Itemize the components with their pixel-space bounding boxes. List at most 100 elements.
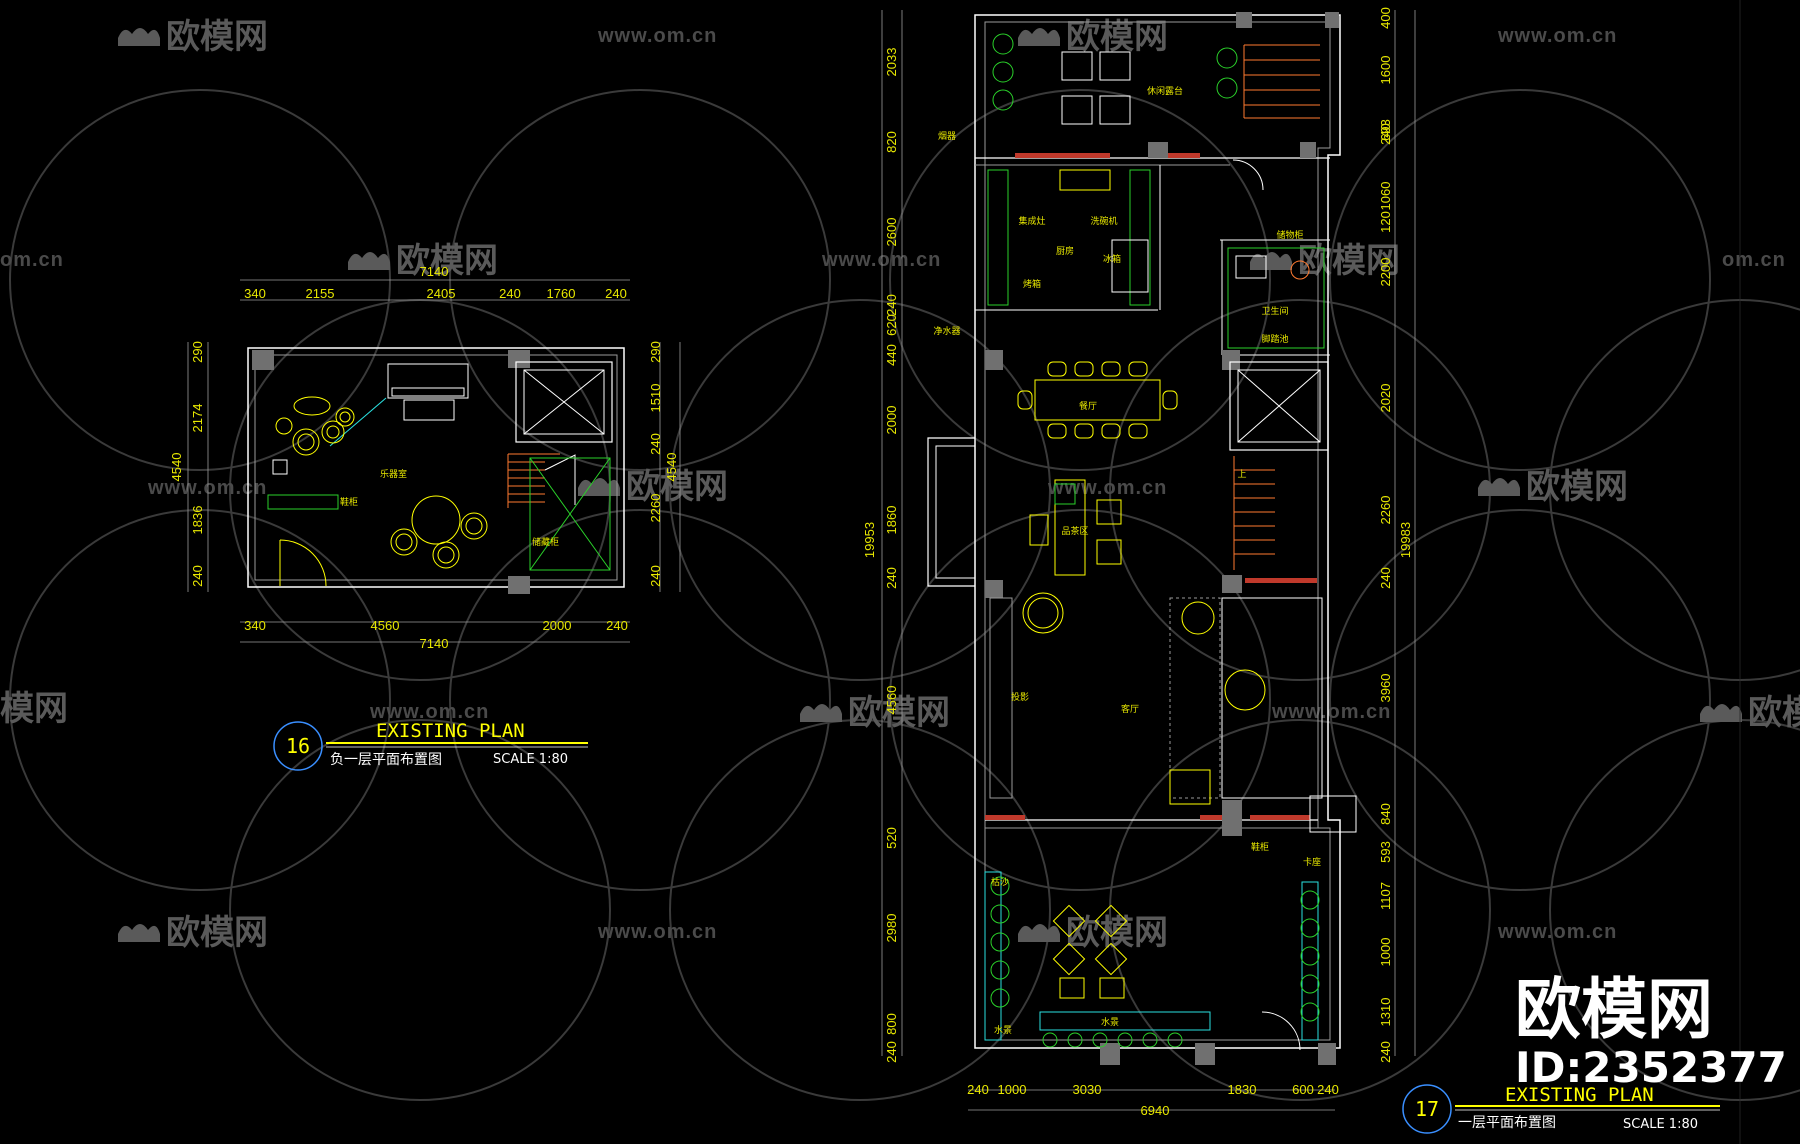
watermark-brand: 欧模网 [1748,693,1800,733]
dimension-value: 1860 [884,506,899,535]
right-total-dimension: 4540 [664,453,679,482]
dimension-value: 1600 [1378,56,1393,85]
drawing-scale: SCALE 1:80 [493,752,568,767]
drawing-subtitle: 负一层平面布置图 [330,752,442,768]
room-label: 储藏柜 [532,536,559,548]
dimension-value: 340 [244,618,266,633]
room-label: 上 [1237,469,1246,480]
watermark-logo: 欧模网 [1018,17,1168,57]
watermark-brand: 欧模网 [1526,467,1628,507]
dimension-value: 1060 [1378,182,1393,211]
dimension-value: 820 [884,131,899,153]
watermark-logo: 欧模网 [1018,913,1168,953]
dimension-value: 120 [1378,211,1393,233]
room-label: 净水器 [933,325,960,337]
dimension-value: 3030 [1073,1082,1102,1097]
room-label: 储物柜 [1276,229,1303,241]
dimension-value: 240 [190,565,205,587]
dimension-value: 400 [1378,7,1393,29]
dimension-value: 800 [884,1013,899,1035]
watermark-url: www.om.cn [1047,477,1167,499]
sofa-icon [118,924,160,942]
dimension-value: 2033 [884,48,899,77]
room-label: 枯沙 [991,876,1009,888]
dimension-value: 240 [1378,123,1393,145]
dimension-value: 2155 [306,286,335,301]
dimension-value: 693 [1378,119,1393,141]
room-label: 水景 [1101,1016,1119,1028]
watermark-brand: 欧模网 [166,913,268,953]
room-label: 卡座 [1303,856,1321,868]
dimension-value: 2000 [543,618,572,633]
room-label: 洗碗机 [1090,215,1117,227]
drawing-number: 16 [286,734,310,758]
watermark-url: www.om.cn [1271,701,1391,723]
watermark-url: om.cn [0,249,64,271]
dimension-value: 593 [1378,841,1393,863]
watermark-circle [449,509,831,891]
dimension-value: 1760 [547,286,576,301]
dimension-value: 290 [190,341,205,363]
watermark-url: www.om.cn [369,701,489,723]
dimension-value: 520 [884,827,899,849]
left-dimensions: 2033820260024062044020001860240456052029… [884,48,899,1063]
ground-floor-plan: 休闲露台烟器集成灶洗碗机厨房冰箱烤箱净水器储物柜卫生间脚踏池餐厅上品茶区投影客厅… [862,0,1741,1144]
room-label: 餐厅 [1079,400,1097,412]
sofa-icon [1700,704,1742,722]
watermark-logo: 欧模网 [118,17,268,57]
watermark-brand: 欧模网 [626,467,728,507]
room-label: 集成灶 [1018,215,1045,227]
watermark-circle [889,509,1271,891]
dimension-value: 4560 [371,618,400,633]
dimension-value: 2260 [1378,496,1393,525]
watermark-url: www.om.cn [821,249,941,271]
dimension-value: 1836 [190,506,205,535]
dimension-value: 620 [884,314,899,336]
room-label: 烤箱 [1023,278,1041,290]
dimension-value: 240 [499,286,521,301]
drawing-subtitle: 一层平面布置图 [1458,1115,1556,1131]
sofa-icon [800,704,842,722]
watermark-url: www.om.cn [147,477,267,499]
bottom-total-dimension: 7140 [420,636,449,651]
dimension-value: 240 [884,294,899,316]
watermark-url: om.cn [1722,249,1786,271]
sofa-icon [1478,478,1520,496]
watermark-circle [9,509,391,891]
dimension-value: 240 [1378,1041,1393,1063]
room-label: 卫生间 [1261,305,1288,317]
dimension-value: 3960 [1378,674,1393,703]
dimension-value: 340 [244,286,266,301]
sofa-icon [1250,252,1292,270]
watermark-brand: 欧模网 [396,241,498,281]
watermark-brand: 模网 [0,689,68,729]
dimension-value: 2000 [884,406,899,435]
bottom-total-dimension: 6940 [1141,1103,1170,1118]
watermark-circles [9,89,1800,1101]
room-label: 客厅 [1121,703,1139,715]
dimension-value: 290 [648,341,663,363]
watermark-logo: 欧模网 [118,913,268,953]
dimension-value: 240 [1317,1082,1339,1097]
top-total-dimension: 7140 [420,264,449,279]
room-label: 鞋柜 [1251,841,1269,853]
dimension-value: 240 [1378,567,1393,589]
watermark-circle [229,719,611,1101]
watermark-circle [889,89,1271,471]
dimension-value: 840 [1378,803,1393,825]
sofa-icon [1018,924,1060,942]
dimension-value: 600 [1292,1082,1314,1097]
room-label: 鞋柜 [340,496,358,508]
dimension-value: 1510 [648,384,663,413]
dimension-value: 440 [884,344,899,366]
watermark-circle [1329,89,1711,471]
room-label: 水景 [994,1024,1012,1036]
room-label: 品茶区 [1061,525,1088,537]
left-total-dimension: 4540 [169,453,184,482]
sofa-icon [348,252,390,270]
watermark-logo: 欧模网 [800,693,950,733]
